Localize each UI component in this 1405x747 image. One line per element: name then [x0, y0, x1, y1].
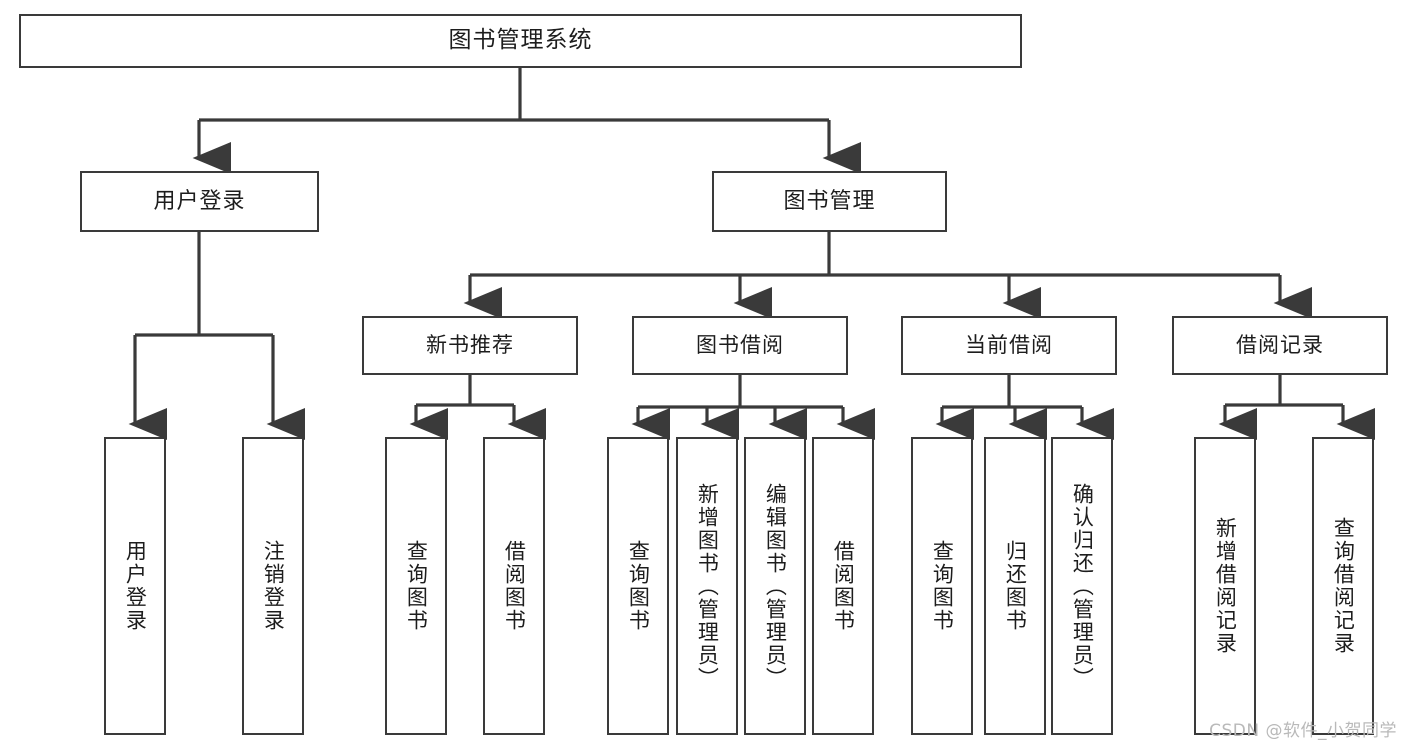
leaf-query-book-current[interactable]: 查询图书: [911, 437, 973, 735]
csdn-watermark: CSDN @软件_小贺同学: [1209, 721, 1397, 741]
node-label: 新书推荐: [426, 333, 514, 358]
leaf-add-borrow-record[interactable]: 新增借阅记录: [1194, 437, 1256, 735]
node-label: 查询借阅记录: [1331, 517, 1356, 655]
node-label: 查询图书: [626, 540, 651, 632]
node-label: 归还图书: [1003, 540, 1028, 632]
node-label: 图书管理: [783, 188, 876, 214]
node-label: 图书管理系统: [448, 27, 593, 54]
node-label: 注销登录: [261, 540, 286, 632]
node-new-book-recommend[interactable]: 新书推荐: [362, 316, 578, 375]
leaf-edit-book-admin[interactable]: 编辑图书（管理员）: [744, 437, 806, 735]
node-borrow-record[interactable]: 借阅记录: [1172, 316, 1388, 375]
node-label: 用户登录: [153, 188, 246, 214]
node-label: 图书借阅: [696, 333, 784, 358]
node-label: 借阅记录: [1236, 333, 1324, 358]
node-label: 当前借阅: [965, 333, 1053, 358]
node-label: 新增图书（管理员）: [695, 482, 720, 690]
node-current-borrow[interactable]: 当前借阅: [901, 316, 1117, 375]
leaf-return-book[interactable]: 归还图书: [984, 437, 1046, 735]
node-label: 查询图书: [930, 540, 955, 632]
node-label: 新增借阅记录: [1213, 517, 1238, 655]
leaf-borrow-book[interactable]: 借阅图书: [812, 437, 874, 735]
node-book-borrow[interactable]: 图书借阅: [632, 316, 848, 375]
leaf-query-borrow-record[interactable]: 查询借阅记录: [1312, 437, 1374, 735]
leaf-borrow-book-recommend[interactable]: 借阅图书: [483, 437, 545, 735]
leaf-query-book-recommend[interactable]: 查询图书: [385, 437, 447, 735]
node-label: 借阅图书: [502, 540, 527, 632]
node-root-system[interactable]: 图书管理系统: [19, 14, 1022, 68]
node-label: 确认归还（管理员）: [1070, 482, 1095, 690]
node-label: 借阅图书: [831, 540, 856, 632]
node-user-login[interactable]: 用户登录: [80, 171, 319, 232]
node-book-management[interactable]: 图书管理: [712, 171, 947, 232]
leaf-user-login[interactable]: 用户登录: [104, 437, 166, 735]
node-label: 编辑图书（管理员）: [763, 482, 788, 690]
leaf-query-book-borrow[interactable]: 查询图书: [607, 437, 669, 735]
node-label: 查询图书: [404, 540, 429, 632]
leaf-add-book-admin[interactable]: 新增图书（管理员）: [676, 437, 738, 735]
leaf-confirm-return-admin[interactable]: 确认归还（管理员）: [1051, 437, 1113, 735]
node-label: 用户登录: [123, 540, 148, 632]
leaf-user-logout[interactable]: 注销登录: [242, 437, 304, 735]
